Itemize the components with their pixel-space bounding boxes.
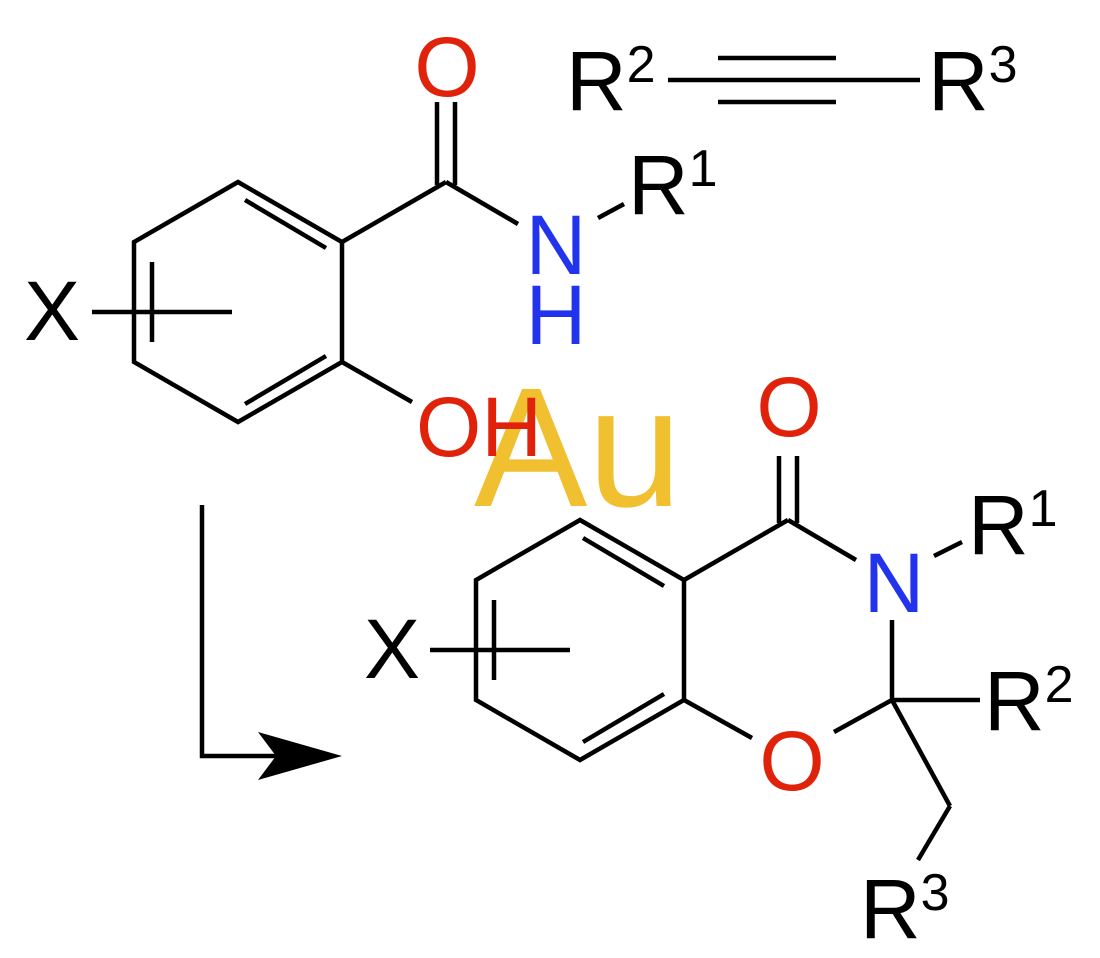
- alkyne-r2-letter: R: [566, 34, 627, 128]
- reaction-arrow: [199, 505, 342, 780]
- amide-benzene-ring: [131, 179, 345, 425]
- product-benzene-ring: [473, 517, 687, 763]
- product-o-ring-bond: [682, 698, 754, 740]
- product-n-r1-bond: [932, 539, 964, 559]
- gold-catalyst-label: Au: [474, 353, 682, 543]
- alkyne-reactant: [668, 55, 920, 105]
- amide-r1-label: R1: [628, 138, 718, 232]
- amide-ring-double-bond-2: [243, 354, 328, 406]
- amide-hydroxyl-label: OH: [416, 380, 542, 474]
- amide-nitrogen-label: N: [526, 198, 587, 292]
- product-x-label: X: [364, 602, 420, 696]
- amide-n-r1-bond: [596, 202, 626, 220]
- product-ch2-r3-bond: [916, 804, 952, 862]
- reaction-arrow-shaft: [199, 505, 290, 759]
- product-c2-o-bond: [832, 698, 894, 734]
- product-r3-letter: R: [860, 862, 921, 956]
- product-r2-superscript: 2: [1045, 656, 1074, 714]
- product-r1-letter: R: [968, 478, 1029, 572]
- alkyne-r2-superscript: 2: [627, 36, 656, 94]
- amide-hydroxyl-oxygen: O: [416, 380, 481, 474]
- amide-carbonyl-oxygen-label: O: [414, 20, 479, 114]
- amide-x-label: X: [24, 264, 80, 358]
- product-c2-ch2-bond: [890, 698, 952, 808]
- product-ring-carbonyl-bond: [682, 518, 790, 582]
- amide-c-n-bond: [444, 180, 520, 226]
- alkyne-r2-label: R2: [566, 34, 656, 128]
- amide-ring-double-bond-1: [243, 198, 328, 250]
- product-r2-letter: R: [984, 654, 1045, 748]
- product-r2-label: R2: [984, 654, 1074, 748]
- amide-hydroxyl-hydrogen: H: [481, 380, 542, 474]
- amide-r1-letter: R: [628, 138, 689, 232]
- product-r3-label: R3: [860, 862, 950, 956]
- amide-ring-oh-bond: [340, 360, 414, 404]
- product-ring-double-bond-1: [581, 536, 666, 588]
- amide-r1-superscript: 1: [689, 140, 718, 198]
- product-r3-superscript: 3: [921, 864, 950, 922]
- amide-nh-hydrogen-label: H: [526, 268, 587, 362]
- salicylamide-reactant: [92, 102, 626, 425]
- product-carbonyl-oxygen-label: O: [756, 360, 821, 454]
- product-c-n-bond: [786, 518, 858, 562]
- alkyne-r3-letter: R: [928, 34, 989, 128]
- alkyne-r3-superscript: 3: [989, 36, 1018, 94]
- product-ring-double-bond-2: [581, 692, 666, 744]
- reaction-arrow-head: [258, 732, 342, 780]
- product-nitrogen-label: N: [864, 536, 925, 630]
- benzoxazinone-product: [430, 456, 980, 862]
- product-ring-oxygen-label: O: [759, 714, 824, 808]
- amide-ring-carbonyl-bond: [340, 180, 448, 244]
- product-r1-superscript: 1: [1029, 480, 1058, 538]
- alkyne-r3-label: R3: [928, 34, 1018, 128]
- product-r1-label: R1: [968, 478, 1058, 572]
